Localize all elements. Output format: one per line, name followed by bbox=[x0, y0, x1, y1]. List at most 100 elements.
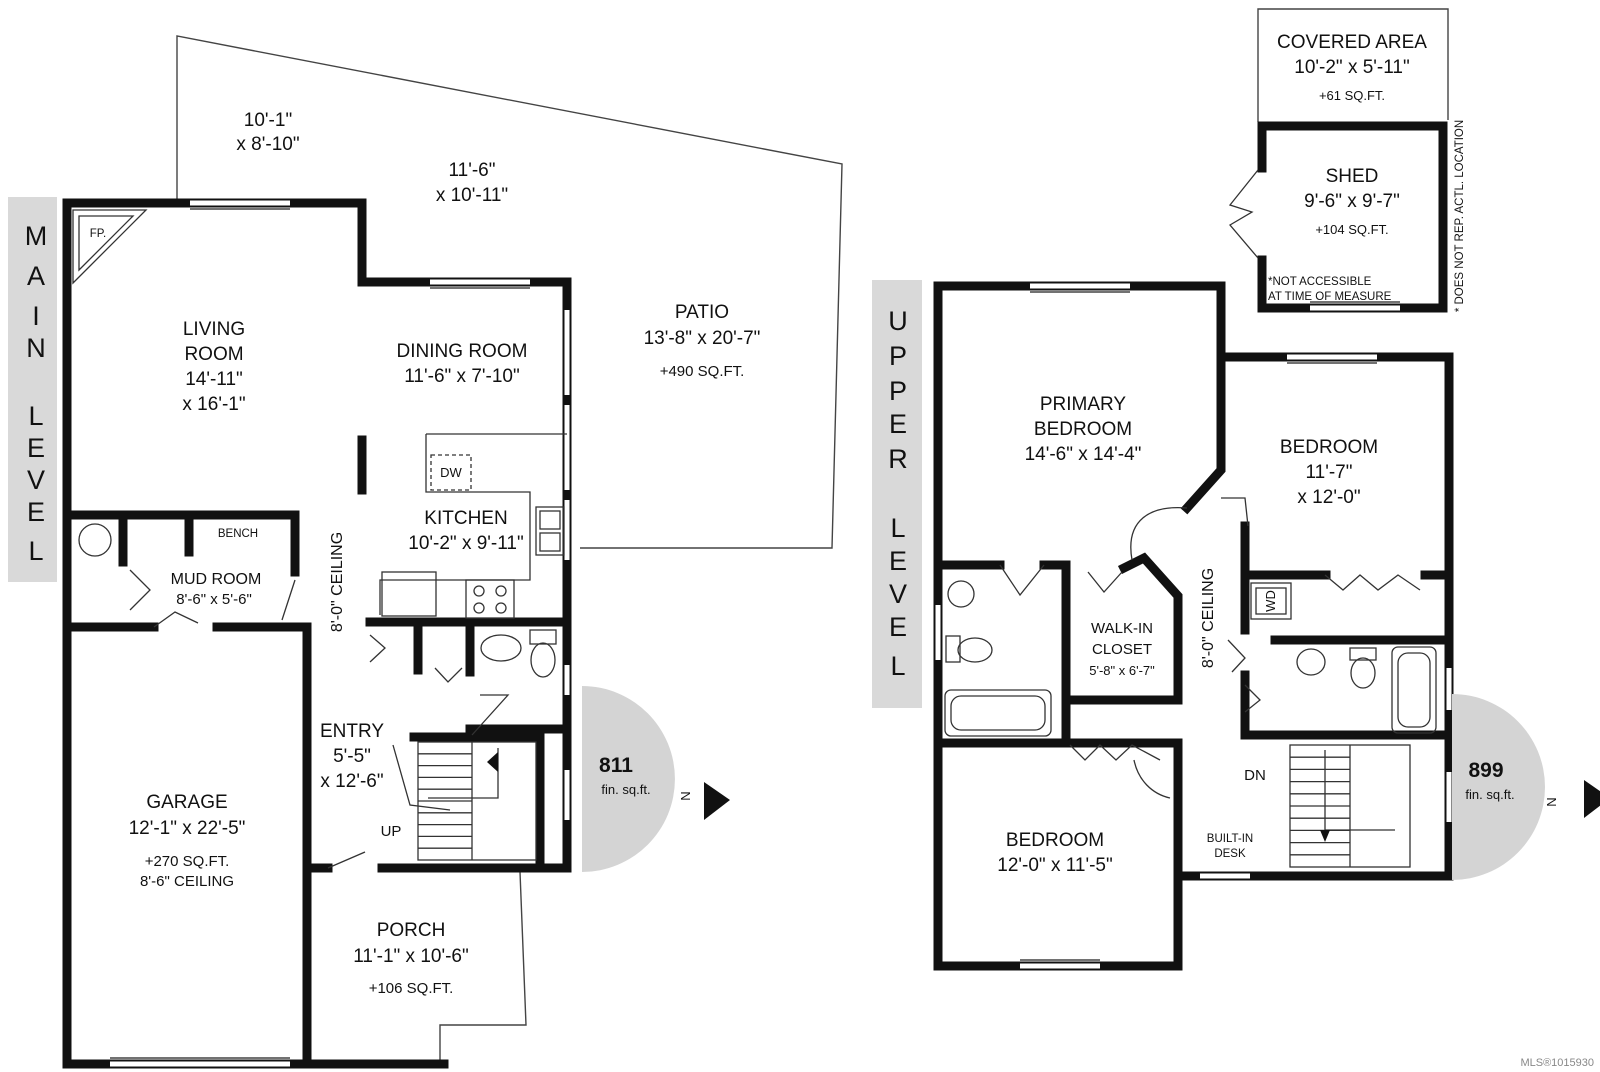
main-level-doors bbox=[129, 569, 510, 869]
upper-ceiling-label: 8'-0" CEILING bbox=[1200, 568, 1217, 668]
washer-dryer-label: WD bbox=[1263, 590, 1278, 612]
porch-outline bbox=[439, 871, 527, 1064]
mls-number: MLS®1015930 bbox=[1520, 1057, 1594, 1069]
svg-text:M: M bbox=[25, 221, 48, 251]
svg-text:N: N bbox=[1544, 797, 1559, 806]
svg-text:E: E bbox=[27, 433, 45, 463]
svg-text:E: E bbox=[889, 546, 907, 576]
svg-text:+61 SQ.FT.: +61 SQ.FT. bbox=[1319, 88, 1385, 103]
svg-text:+104 SQ.FT.: +104 SQ.FT. bbox=[1315, 222, 1388, 237]
porch-label: PORCH bbox=[377, 920, 446, 941]
kitchen-fixtures: DW bbox=[379, 433, 567, 619]
walk-in-closet-label: WALK-IN bbox=[1091, 620, 1153, 637]
upper-area-badge: 899 fin. sq.ft. N bbox=[1452, 694, 1600, 880]
svg-text:R: R bbox=[888, 444, 908, 474]
svg-text:+270 SQ.FT.: +270 SQ.FT. bbox=[145, 853, 230, 870]
upper-level-banner: U P P E R L E V E L bbox=[872, 280, 922, 708]
svg-text:E: E bbox=[27, 497, 45, 527]
svg-text:ROOM: ROOM bbox=[184, 344, 243, 365]
svg-text:13'-8" x 20'-7": 13'-8" x 20'-7" bbox=[644, 328, 761, 349]
mud-room-label: MUD ROOM bbox=[171, 571, 262, 588]
bedroom-3-label: BEDROOM bbox=[1006, 830, 1104, 851]
svg-text:fin. sq.ft.: fin. sq.ft. bbox=[601, 782, 650, 797]
desk-label: BUILT-IN bbox=[1207, 833, 1253, 845]
svg-text:8'-6" x 5'-6": 8'-6" x 5'-6" bbox=[176, 591, 252, 608]
entry-label: ENTRY bbox=[320, 721, 384, 742]
svg-text:L: L bbox=[890, 513, 905, 543]
main-area-badge: 811 fin. sq.ft. N bbox=[582, 686, 730, 872]
svg-text:+106 SQ.FT.: +106 SQ.FT. bbox=[369, 980, 454, 997]
svg-text:P: P bbox=[889, 341, 907, 371]
svg-text:10'-2" x 5'-11": 10'-2" x 5'-11" bbox=[1294, 57, 1409, 78]
svg-text:V: V bbox=[889, 579, 907, 609]
svg-text:14'-11": 14'-11" bbox=[185, 369, 243, 390]
svg-text:5'-5": 5'-5" bbox=[333, 746, 371, 767]
svg-text:BEDROOM: BEDROOM bbox=[1034, 419, 1132, 440]
svg-text:x 10'-11": x 10'-11" bbox=[436, 185, 508, 206]
living-room-label: LIVING bbox=[183, 319, 245, 340]
upper-level-labels: PRIMARY BEDROOM 14'-6" x 14'-4" BEDROOM … bbox=[997, 394, 1378, 876]
main-level-banner: M A I N L E V E L bbox=[8, 197, 57, 582]
main-stairs bbox=[417, 741, 537, 861]
svg-text:N: N bbox=[26, 333, 46, 363]
upper-level-walls bbox=[933, 281, 1454, 971]
dining-room-label: DINING ROOM bbox=[397, 341, 528, 362]
svg-text:L: L bbox=[28, 401, 43, 431]
svg-text:x 12'-0": x 12'-0" bbox=[1297, 487, 1360, 508]
bench-label: BENCH bbox=[218, 528, 258, 540]
bedroom-2-label: BEDROOM bbox=[1280, 437, 1378, 458]
svg-text:11'-6": 11'-6" bbox=[449, 160, 496, 181]
svg-text:x 12'-6": x 12'-6" bbox=[320, 771, 383, 792]
upper-stairs bbox=[1289, 744, 1411, 868]
location-note: * DOES NOT REP. ACTL. LOCATION bbox=[1454, 120, 1466, 312]
dishwasher-label: DW bbox=[440, 465, 462, 480]
svg-text:5'-8" x 6'-7": 5'-8" x 6'-7" bbox=[1089, 663, 1155, 678]
svg-text:DESK: DESK bbox=[1214, 848, 1246, 860]
svg-text:FP.: FP. bbox=[90, 228, 106, 240]
svg-text:10'-1": 10'-1" bbox=[244, 110, 292, 131]
svg-text:11'-6" x 7'-10": 11'-6" x 7'-10" bbox=[404, 366, 519, 387]
svg-text:CLOSET: CLOSET bbox=[1092, 641, 1152, 658]
patio-label: PATIO bbox=[675, 302, 729, 323]
svg-text:N: N bbox=[678, 791, 693, 800]
svg-text:AT TIME OF MEASURE: AT TIME OF MEASURE bbox=[1268, 291, 1392, 303]
fireplace: FP. bbox=[72, 209, 148, 285]
svg-text:fin. sq.ft.: fin. sq.ft. bbox=[1465, 787, 1514, 802]
svg-text:E: E bbox=[889, 409, 907, 439]
upper-area-value: 899 bbox=[1468, 759, 1503, 782]
main-level-windows bbox=[110, 200, 570, 1067]
svg-text:L: L bbox=[28, 536, 43, 566]
svg-text:10'-2" x 9'-11": 10'-2" x 9'-11" bbox=[408, 533, 523, 554]
svg-text:12'-0" x 11'-5": 12'-0" x 11'-5" bbox=[997, 855, 1112, 876]
shed-label: SHED bbox=[1326, 166, 1379, 187]
svg-text:x 8'-10": x 8'-10" bbox=[236, 134, 299, 155]
svg-text:+490 SQ.FT.: +490 SQ.FT. bbox=[660, 363, 745, 380]
svg-text:U: U bbox=[888, 306, 908, 336]
main-bath-fixtures bbox=[78, 523, 557, 678]
garage-label: GARAGE bbox=[146, 792, 227, 813]
svg-text:A: A bbox=[27, 261, 45, 291]
svg-text:*NOT ACCESSIBLE: *NOT ACCESSIBLE bbox=[1268, 276, 1372, 288]
primary-bedroom-label: PRIMARY bbox=[1040, 394, 1127, 415]
up-label: UP bbox=[381, 823, 402, 840]
covered-area: COVERED AREA 10'-2" x 5'-11" +61 SQ.FT. bbox=[1257, 8, 1449, 122]
svg-text:P: P bbox=[889, 376, 907, 406]
svg-text:x 16'-1": x 16'-1" bbox=[182, 394, 245, 415]
svg-text:9'-6" x 9'-7": 9'-6" x 9'-7" bbox=[1304, 191, 1400, 212]
main-area-value: 811 bbox=[599, 754, 633, 777]
main-level-labels: 10'-1" x 8'-10" 11'-6" x 10'-11" PATIO 1… bbox=[129, 110, 761, 997]
svg-text:E: E bbox=[889, 612, 907, 642]
upper-bath-fixtures: WD bbox=[944, 580, 1437, 737]
svg-text:14'-6" x 14'-4": 14'-6" x 14'-4" bbox=[1025, 444, 1142, 465]
main-ceiling-label: 8'-0" CEILING bbox=[329, 532, 346, 632]
svg-text:11'-7": 11'-7" bbox=[1306, 462, 1353, 483]
svg-text:8'-6" CEILING: 8'-6" CEILING bbox=[140, 873, 234, 890]
svg-text:11'-1" x 10'-6": 11'-1" x 10'-6" bbox=[353, 946, 468, 967]
svg-text:L: L bbox=[890, 651, 905, 681]
main-level-walls bbox=[62, 198, 572, 1069]
shed: SHED 9'-6" x 9'-7" +104 SQ.FT. *NOT ACCE… bbox=[1228, 120, 1466, 313]
kitchen-label: KITCHEN bbox=[424, 508, 507, 529]
svg-text:V: V bbox=[27, 465, 45, 495]
upper-level-windows bbox=[935, 283, 1452, 969]
